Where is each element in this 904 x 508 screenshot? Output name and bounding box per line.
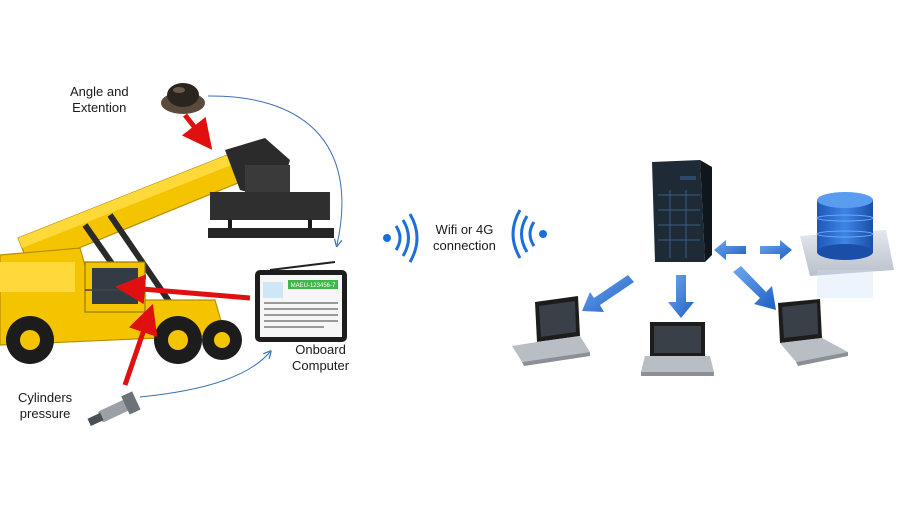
angle-extension-label: Angle and Extention bbox=[70, 84, 129, 116]
arrow-to-right-laptop bbox=[733, 266, 776, 310]
database-icon bbox=[800, 192, 894, 298]
laptop-right-icon bbox=[778, 299, 848, 366]
wifi-connection-label: Wifi or 4G connection bbox=[433, 222, 496, 254]
arrow-to-center-laptop bbox=[668, 275, 694, 318]
cylinders-label-line1: Cylinders bbox=[18, 390, 73, 405]
angle-label-line1: Angle and bbox=[70, 84, 129, 99]
sensor-arrows bbox=[115, 95, 343, 398]
laptop-left-icon bbox=[512, 296, 590, 366]
server-tower bbox=[652, 160, 712, 262]
angle-sensor-icon bbox=[161, 83, 205, 114]
cylinders-label-line2: pressure bbox=[19, 406, 71, 421]
wifi-label-line1: Wifi or 4G bbox=[435, 222, 494, 237]
network-arrows bbox=[582, 240, 792, 318]
onboard-computer-tablet: MAEU-123456-7 bbox=[255, 261, 347, 342]
wifi-right-icon bbox=[511, 209, 547, 259]
cylinders-pressure-label: Cylinders pressure bbox=[18, 390, 72, 422]
laptop-center-icon bbox=[641, 322, 714, 376]
wifi-label-line2: connection bbox=[433, 238, 496, 253]
angle-label-line2: Extention bbox=[72, 100, 127, 115]
pressure-sensor-icon bbox=[87, 391, 141, 426]
arrow-to-left-laptop bbox=[582, 275, 634, 312]
arrow-server-database bbox=[714, 240, 792, 260]
wifi-left-icon bbox=[383, 213, 419, 263]
onboard-label-line1: Onboard bbox=[295, 342, 346, 357]
onboard-computer-label: Onboard Computer bbox=[292, 342, 349, 374]
onboard-screen-header: MAEU-123456-7 bbox=[291, 283, 336, 289]
onboard-label-line2: Computer bbox=[292, 358, 350, 373]
